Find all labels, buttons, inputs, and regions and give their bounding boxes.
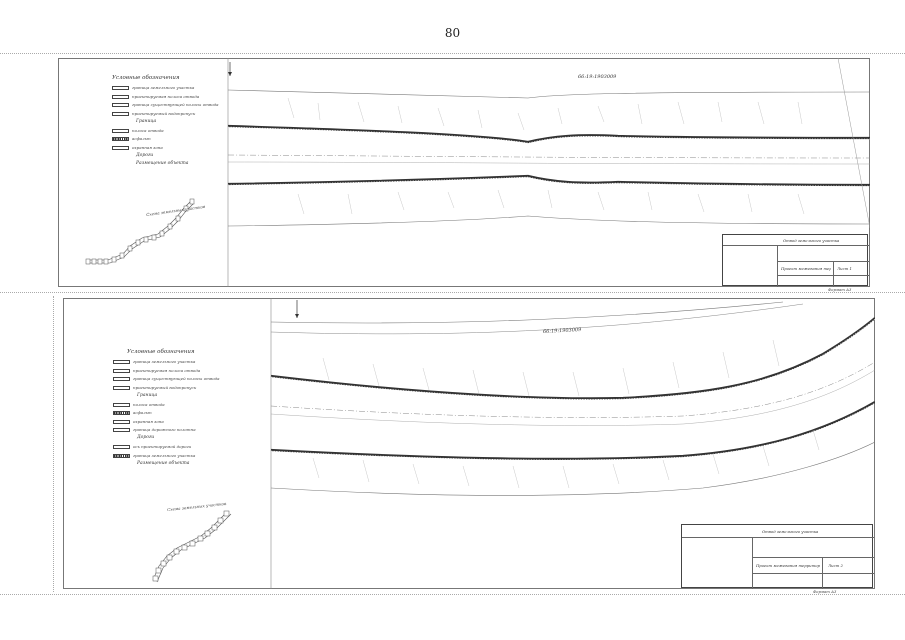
legend-text: граница земельного участка bbox=[133, 359, 196, 364]
stamp-line bbox=[777, 261, 869, 262]
legend-swatch bbox=[112, 128, 129, 133]
stamp-cell: Лист 1 bbox=[837, 266, 852, 271]
legend-1: Условные обозначения граница земельного … bbox=[112, 75, 219, 167]
legend-text: проектируемый водопропуск bbox=[132, 110, 196, 116]
legend-2: Условные обозначения граница земельного … bbox=[113, 349, 220, 466]
legend-row: граница существующей полосы отвода bbox=[112, 103, 219, 107]
legend-text: граница земельного участка bbox=[132, 85, 195, 90]
stamp-line bbox=[777, 245, 778, 287]
legend-swatch bbox=[113, 368, 130, 373]
stamp-line bbox=[723, 245, 869, 246]
legend-subtitle: Дороги bbox=[136, 152, 154, 158]
road-plan-drawing-2 bbox=[152, 298, 875, 589]
sheet-frame bbox=[58, 58, 870, 287]
legend-text: асфальт bbox=[132, 136, 151, 141]
stamp-line bbox=[777, 275, 869, 276]
legend-swatch bbox=[113, 445, 130, 449]
legend-swatch bbox=[113, 428, 130, 432]
separator-middle bbox=[0, 292, 905, 293]
legend-row: граница дорожного полотна bbox=[113, 428, 220, 432]
legend-text: охранная зона bbox=[133, 418, 164, 424]
legend-row: асфальт bbox=[112, 137, 219, 141]
legend-text: ось проектируемой дороги bbox=[133, 444, 192, 449]
separator-top bbox=[0, 53, 905, 54]
title-block-1: Отвод земельного участка Проект межевани… bbox=[722, 234, 869, 287]
stamp-line bbox=[752, 573, 874, 574]
separator-bottom bbox=[0, 594, 905, 595]
legend-row: охранная зона bbox=[112, 144, 219, 150]
legend-swatch bbox=[113, 360, 130, 364]
legend-text: граница существующей полосы отвода bbox=[132, 102, 219, 107]
legend-text: охранная зона bbox=[132, 144, 163, 150]
legend-row: охранная зона bbox=[113, 418, 220, 424]
legend-row: граница земельного участка bbox=[113, 452, 220, 458]
legend-swatch bbox=[113, 453, 130, 458]
legend-row: полоса отвода bbox=[113, 401, 220, 407]
legend-text: полоса отвода bbox=[133, 401, 165, 407]
legend-subtitle: Дороги bbox=[137, 435, 155, 440]
legend-title: Условные обозначения bbox=[112, 75, 180, 81]
legend-swatch bbox=[112, 137, 129, 141]
legend-title: Условные обозначения bbox=[127, 349, 195, 355]
legend-row: асфальт bbox=[113, 411, 220, 415]
stamp-cell: Проект межевания территории bbox=[781, 266, 831, 271]
stamp-cell: Проект межевания территории bbox=[756, 563, 820, 568]
format-note: Формат А3 bbox=[828, 287, 852, 292]
legend-text: граница земельного участка bbox=[133, 452, 196, 458]
legend-row: проектируемый водопропуск bbox=[113, 384, 220, 390]
legend-subtitle: Размещение объекта bbox=[137, 460, 190, 466]
legend-row: проектируемый водопропуск bbox=[112, 110, 219, 116]
separator-left bbox=[53, 296, 54, 592]
legend-row: граница земельного участка bbox=[113, 360, 220, 364]
road-plan-drawing-1 bbox=[85, 58, 870, 287]
stamp-cell: Лист 2 bbox=[828, 563, 843, 568]
legend-text: асфальт bbox=[133, 410, 152, 415]
legend-swatch bbox=[113, 385, 130, 390]
legend-row: проектируемая полоса отвода bbox=[112, 93, 219, 99]
stamp-line bbox=[682, 537, 874, 538]
legend-row: граница земельного участка bbox=[112, 86, 219, 90]
legend-subtitle: Размещение объекта bbox=[136, 161, 189, 166]
stamp-line bbox=[752, 557, 874, 558]
legend-swatch bbox=[112, 111, 129, 116]
legend-row: проектируемая полоса отвода bbox=[113, 367, 220, 373]
legend-swatch bbox=[112, 86, 129, 90]
sheet-frame bbox=[63, 298, 875, 589]
drawing-sheet-2: Условные обозначения граница земельного … bbox=[63, 298, 875, 594]
title-block-2: Отвод земельного участка Проект межевани… bbox=[681, 524, 874, 589]
legend-subtitle: Граница bbox=[137, 392, 158, 398]
legend-row: граница существующей полосы отвода bbox=[113, 377, 220, 381]
legend-swatch bbox=[113, 402, 130, 407]
legend-text: полоса отвода bbox=[132, 127, 164, 133]
format-note: Формат А3 bbox=[813, 589, 837, 594]
legend-row: ось проектируемой дороги bbox=[113, 445, 220, 449]
legend-text: проектируемая полоса отвода bbox=[132, 93, 200, 99]
legend-swatch bbox=[113, 411, 130, 415]
page-number: 80 bbox=[444, 26, 461, 40]
stamp-line bbox=[752, 537, 753, 589]
stamp-line bbox=[822, 557, 823, 589]
cadastral-number: 66:19:1903009 bbox=[578, 74, 617, 80]
legend-text: проектируемая полоса отвода bbox=[133, 367, 201, 373]
legend-swatch bbox=[112, 103, 129, 107]
legend-swatch bbox=[113, 377, 130, 381]
drawing-sheet-1: Условные обозначения граница земельного … bbox=[58, 58, 870, 292]
legend-text: граница дорожного полотна bbox=[133, 427, 196, 432]
legend-subtitle: Граница bbox=[136, 118, 157, 124]
legend-swatch bbox=[112, 94, 129, 99]
legend-row: полоса отвода bbox=[112, 127, 219, 133]
stamp-line bbox=[833, 261, 834, 287]
legend-text: граница существующей полосы отвода bbox=[133, 376, 220, 381]
legend-swatch bbox=[113, 419, 130, 424]
stamp-title: Отвод земельного участка bbox=[783, 238, 840, 243]
legend-swatch bbox=[112, 145, 129, 150]
legend-text: проектируемый водопропуск bbox=[133, 384, 197, 390]
stamp-title: Отвод земельного участка bbox=[762, 529, 819, 534]
